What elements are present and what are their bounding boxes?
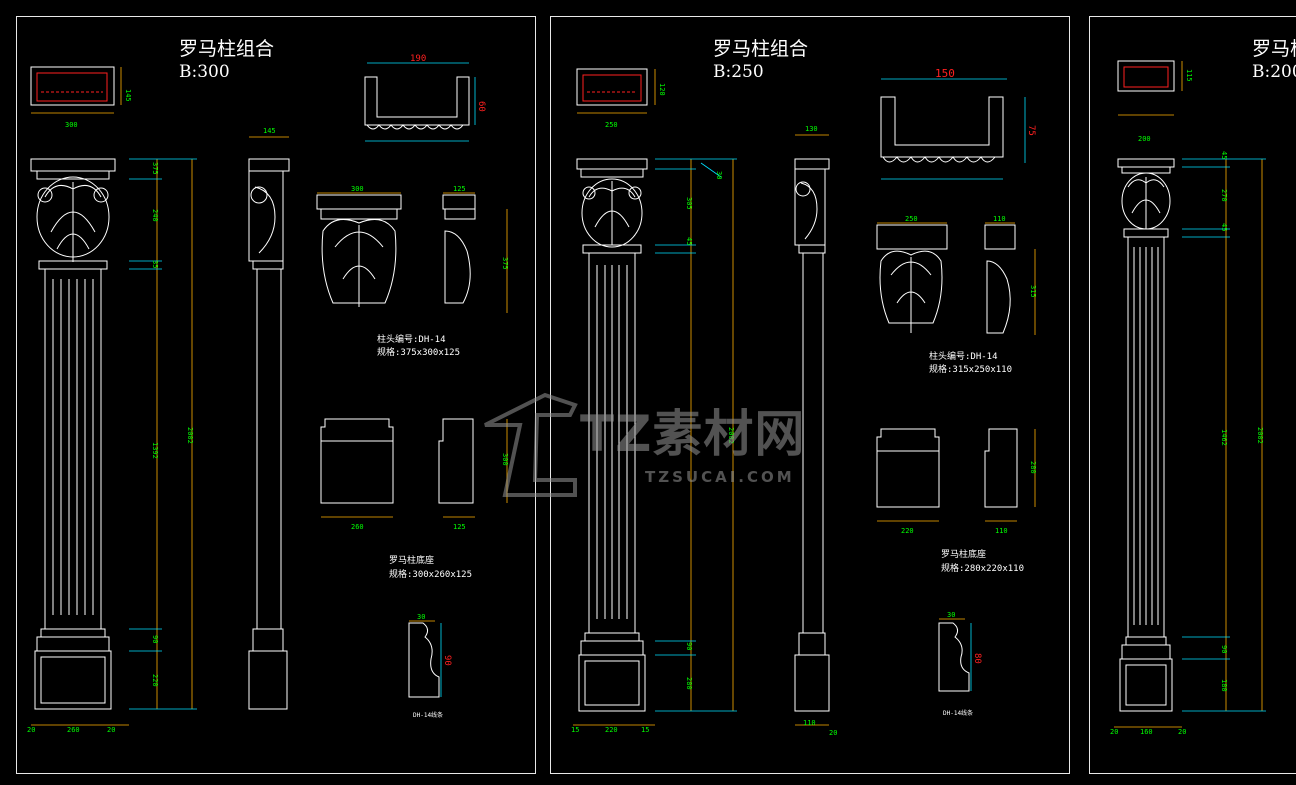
- dim-h-4: 1462: [1220, 429, 1228, 446]
- dim-side-width: 130: [805, 125, 818, 133]
- base-detail: 220 110 280 罗马柱底座 规格:280x220x110: [876, 428, 1037, 574]
- dim-section-width: 190: [410, 54, 426, 64]
- capital-detail: 300 125 375 柱头编号:DH-14 规格:375x300x125: [316, 185, 509, 358]
- molding-profile: 30 90 DH-14线条: [408, 613, 452, 719]
- dim-base-side-width: 110: [995, 527, 1008, 535]
- dim-plinth-right: 20: [107, 726, 115, 734]
- sheet-subtitle: B:300: [179, 62, 230, 82]
- dim-cap-front-width: 250: [905, 215, 918, 223]
- top-plan-block: 300 145: [30, 66, 132, 129]
- dim-h-3: 45: [1220, 223, 1228, 231]
- drawing-sheet-b200: 罗马柱组合 B:200 200 115 2: [1089, 16, 1296, 774]
- column-front-elevation: 20 160 20 45 270 45 1462 90 180 2002: [1110, 151, 1266, 736]
- capital-spec: 规格:375x300x125: [377, 346, 460, 358]
- sheet-b300-svg: 罗马柱组合 B:300 300 145: [27, 38, 509, 734]
- dim-cap-front-width: 300: [351, 185, 364, 193]
- sheet-title: 罗马柱组合: [713, 38, 808, 60]
- dim-top-height: 145: [124, 89, 132, 102]
- base-title: 罗马柱底座: [941, 548, 986, 560]
- dim-plinth-left: 20: [27, 726, 35, 734]
- dim-cap-side-width: 125: [453, 185, 466, 193]
- dim-plinth-right: 15: [641, 726, 649, 734]
- dim-section-width: 150: [935, 67, 955, 80]
- dim-side-width: 145: [263, 127, 276, 135]
- capital-spec: 规格:315x250x110: [929, 363, 1012, 375]
- dim-cap-height: 375: [501, 257, 509, 270]
- capital-code: 柱头编号:DH-14: [377, 333, 446, 345]
- sheet-subtitle: B:200: [1252, 62, 1296, 82]
- sheet-subtitle: B:250: [713, 62, 764, 82]
- dim-total-height: 2002: [1256, 427, 1264, 444]
- drawing-sheet-b250: 罗马柱组合 B:250 250 120: [550, 16, 1070, 774]
- dim-base-front-width: 260: [351, 523, 364, 531]
- capital-code: 柱头编号:DH-14: [929, 350, 998, 362]
- top-plan-block: 250 120: [576, 68, 666, 129]
- dim-cap-height: 315: [1029, 285, 1037, 298]
- base-spec: 规格:280x220x110: [941, 562, 1024, 574]
- drawing-sheet-b300: 罗马柱组合 B:300 300 145: [16, 16, 536, 774]
- molding-profile: 30 80 DH-14线条: [938, 611, 982, 717]
- dim-base-side-width: 125: [453, 523, 466, 531]
- dim-h-5: 90: [151, 635, 159, 643]
- dim-base-front-width: 220: [901, 527, 914, 535]
- dim-base-height: 300: [501, 453, 509, 466]
- dim-side-base-width: 110: [803, 719, 816, 727]
- dim-h-2: 270: [1220, 189, 1228, 202]
- profile-label: DH-14线条: [943, 709, 973, 717]
- column-side-elevation: 145: [248, 127, 290, 710]
- dim-profile-height: 90: [442, 655, 452, 666]
- column-front-elevation: 20 260 20 375 240 35 1392 90 220 2002: [27, 158, 197, 734]
- dim-top-width: 300: [65, 121, 78, 129]
- dim-side-base-tick: 20: [829, 729, 837, 737]
- column-side-elevation: 130 110 20: [794, 125, 837, 737]
- dim-profile-height: 80: [972, 653, 982, 664]
- sheet-title: 罗马柱组合: [179, 38, 274, 60]
- dim-h-1: 45: [1220, 151, 1228, 159]
- top-plan-block: 200 115: [1117, 60, 1193, 143]
- dim-h-5: 280: [685, 677, 693, 690]
- dim-h-1: 375: [151, 162, 159, 175]
- dim-total-height: 2002: [186, 427, 194, 444]
- sheet-b250-svg: 罗马柱组合 B:250 250 120: [571, 38, 1037, 737]
- capital-detail: 250 110 315 柱头编号:DH-14 规格:315x250x110: [876, 215, 1037, 375]
- profile-label: DH-14线条: [413, 711, 443, 719]
- sheet-title: 罗马柱组合: [1252, 38, 1296, 60]
- dim-plinth-left: 20: [1110, 728, 1118, 736]
- dim-top-width: 200: [1138, 135, 1151, 143]
- dim-h-3: 35: [151, 260, 159, 268]
- base-detail: 260 125 300 罗马柱底座 规格:300x260x125: [320, 418, 509, 580]
- dim-top-height: 120: [658, 83, 666, 96]
- dim-h-4: 1392: [151, 442, 159, 459]
- dim-section-height: 75: [1026, 125, 1036, 136]
- sheet-b200-svg: 罗马柱组合 B:200 200 115 2: [1110, 38, 1296, 736]
- dim-shaft-width: 160: [1140, 728, 1153, 736]
- section-detail: 190 60: [364, 54, 486, 142]
- dim-profile-width: 30: [417, 613, 425, 621]
- dim-shaft-width: 260: [67, 726, 80, 734]
- capital-ornament: [36, 176, 110, 262]
- dim-cap-side-width: 110: [993, 215, 1006, 223]
- dim-top-height: 115: [1185, 69, 1193, 82]
- base-spec: 规格:300x260x125: [389, 568, 472, 580]
- dim-h-1: 30: [715, 171, 723, 179]
- dim-total-height: 2002: [727, 427, 735, 444]
- dim-h-2: 305: [685, 197, 693, 210]
- column-front-elevation: 15 220 15 30 305 45 90 280 2002: [571, 158, 737, 734]
- base-title: 罗马柱底座: [389, 554, 434, 566]
- section-detail: 150 75: [880, 67, 1036, 180]
- dim-section-height: 60: [476, 101, 486, 112]
- dim-h-2: 240: [151, 209, 159, 222]
- dim-profile-width: 30: [947, 611, 955, 619]
- dim-h-6: 180: [1220, 679, 1228, 692]
- dim-h-6: 220: [151, 674, 159, 687]
- dim-h-3: 45: [685, 237, 693, 245]
- dim-h-4: 90: [685, 642, 693, 650]
- dim-top-width: 250: [605, 121, 618, 129]
- dim-shaft-width: 220: [605, 726, 618, 734]
- dim-base-height: 280: [1029, 461, 1037, 474]
- dim-h-5: 90: [1220, 645, 1228, 653]
- dim-plinth-left: 15: [571, 726, 579, 734]
- dim-plinth-right: 20: [1178, 728, 1186, 736]
